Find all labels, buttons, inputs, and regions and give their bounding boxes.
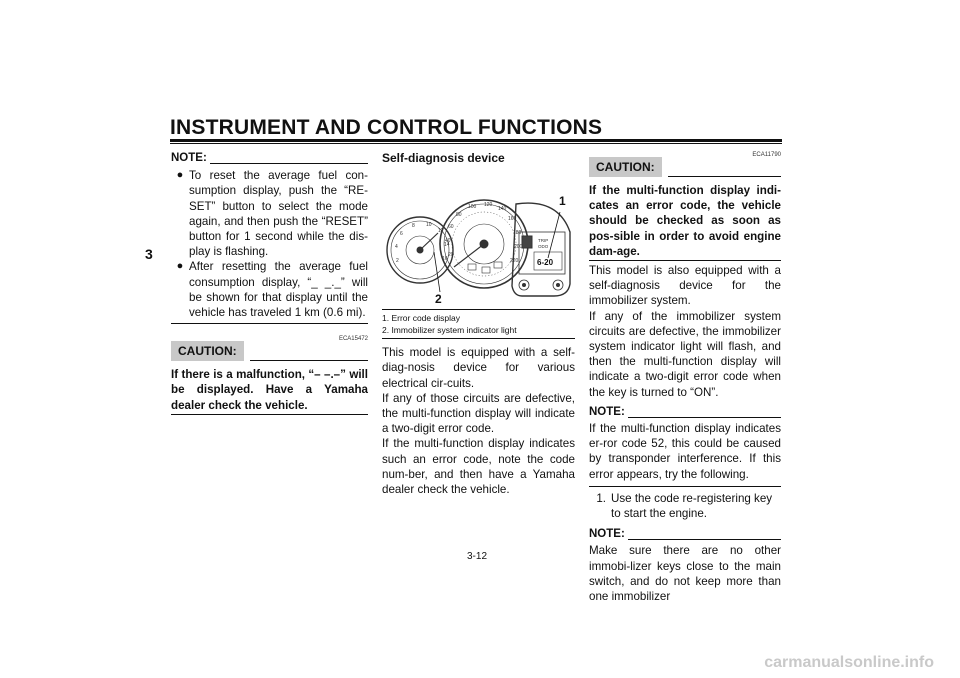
note-end-rule	[171, 323, 368, 325]
bullet-text: After resetting the average fuel consump…	[189, 260, 368, 320]
svg-text:220: 220	[510, 258, 519, 264]
step-number: 1.	[596, 491, 606, 505]
svg-text:20: 20	[448, 252, 454, 258]
svg-text:80: 80	[456, 212, 462, 218]
caution-label: CAUTION:	[589, 157, 662, 177]
note-text: Make sure there are no other immobi-lize…	[589, 544, 781, 604]
page-title: INSTRUMENT AND CONTROL FUNCTIONS	[170, 116, 603, 139]
svg-text:ODO: ODO	[538, 244, 549, 249]
page-number: 3-12	[467, 551, 488, 562]
figure-caption-1: 1. Error code display	[382, 313, 460, 324]
note-heading: NOTE:	[589, 527, 781, 542]
column-3: ECA11790 CAUTION: If the multi-function …	[589, 151, 781, 604]
list-item: 1. Use the code re-registering key to st…	[589, 491, 781, 521]
caution-code: ECA15472	[338, 336, 368, 343]
leader-line-1	[547, 212, 561, 259]
caution-label: CAUTION:	[171, 341, 244, 362]
note-rule	[209, 163, 368, 165]
figure-rule	[382, 309, 575, 311]
caution-code: ECA11790	[752, 152, 781, 158]
list-item: ● After resetting the average fuel consu…	[171, 259, 368, 320]
chapter-tab: 3	[145, 246, 153, 262]
paragraph: This model is also equipped with a self-…	[589, 264, 781, 308]
bullet-icon: ●	[176, 260, 184, 273]
list-item: ● To reset the average fuel con-sumption…	[171, 168, 368, 259]
svg-text:4: 4	[395, 244, 398, 250]
column-1: NOTE: ● To reset the average fuel con-su…	[171, 151, 368, 415]
right-display	[511, 202, 571, 297]
note-end-rule	[589, 485, 781, 487]
callout-1: 1	[559, 194, 566, 209]
svg-text:40: 40	[445, 238, 451, 244]
note-label: NOTE:	[171, 152, 207, 164]
svg-text:8: 8	[412, 223, 415, 229]
caution-rule	[667, 176, 781, 177]
step-text: Use the code re-registering key to start…	[611, 491, 773, 521]
svg-text:200: 200	[514, 244, 523, 250]
caption-rule	[382, 338, 575, 340]
svg-text:120: 120	[484, 202, 493, 208]
watermark: carmanualsonline.info	[764, 654, 934, 671]
left-gauge	[386, 216, 454, 284]
note-text: If the multi-function display indicates …	[589, 422, 781, 481]
svg-text:140: 140	[498, 206, 507, 212]
bullet-icon: ●	[176, 169, 184, 182]
svg-text:60: 60	[448, 224, 454, 230]
svg-text:100: 100	[468, 204, 477, 210]
caution-text: If there is a malfunction, “– –.–” will …	[171, 368, 368, 412]
figure-caption-2: 2. Immobilizer system indicator light	[382, 324, 517, 335]
svg-text:180: 180	[513, 230, 522, 236]
note-label: NOTE:	[589, 528, 625, 541]
header-rule-thin	[170, 143, 782, 144]
leader-line-2	[433, 252, 441, 293]
svg-text:6: 6	[400, 231, 403, 237]
note-heading: NOTE:	[171, 151, 368, 166]
svg-text:14: 14	[444, 242, 450, 248]
svg-text:160: 160	[508, 216, 517, 222]
svg-text:12: 12	[438, 228, 444, 234]
svg-text:10: 10	[426, 222, 432, 228]
caution-heading: CAUTION:	[589, 157, 781, 177]
paragraph: If the multi-function display indicates …	[382, 437, 575, 497]
caution-heading: CAUTION:	[171, 341, 368, 362]
svg-text:2: 2	[396, 258, 399, 264]
paragraph: This model is equipped with a self-diag-…	[382, 346, 575, 390]
svg-text:16: 16	[442, 256, 448, 262]
display-readout: 6-20	[537, 258, 554, 267]
paragraph: If any of the immobilizer system circuit…	[589, 309, 781, 399]
section-title: Self-diagnosis device	[382, 151, 505, 165]
caution-end-rule	[171, 413, 368, 415]
note-heading: NOTE:	[589, 405, 781, 420]
caution-text: If the multi-function display indi-cates…	[589, 184, 781, 258]
paragraph: If any of those circuits are defective, …	[382, 391, 575, 436]
note-rule	[627, 539, 781, 541]
caution-rule	[249, 360, 368, 362]
caution-end-rule	[589, 260, 781, 262]
bullet-text: To reset the average fuel con-sumption d…	[189, 169, 368, 259]
header-rule	[170, 139, 782, 142]
callout-2: 2	[435, 292, 442, 307]
note-rule	[627, 417, 781, 419]
note-label: NOTE:	[589, 405, 625, 418]
svg-text:TRIP: TRIP	[538, 238, 548, 243]
